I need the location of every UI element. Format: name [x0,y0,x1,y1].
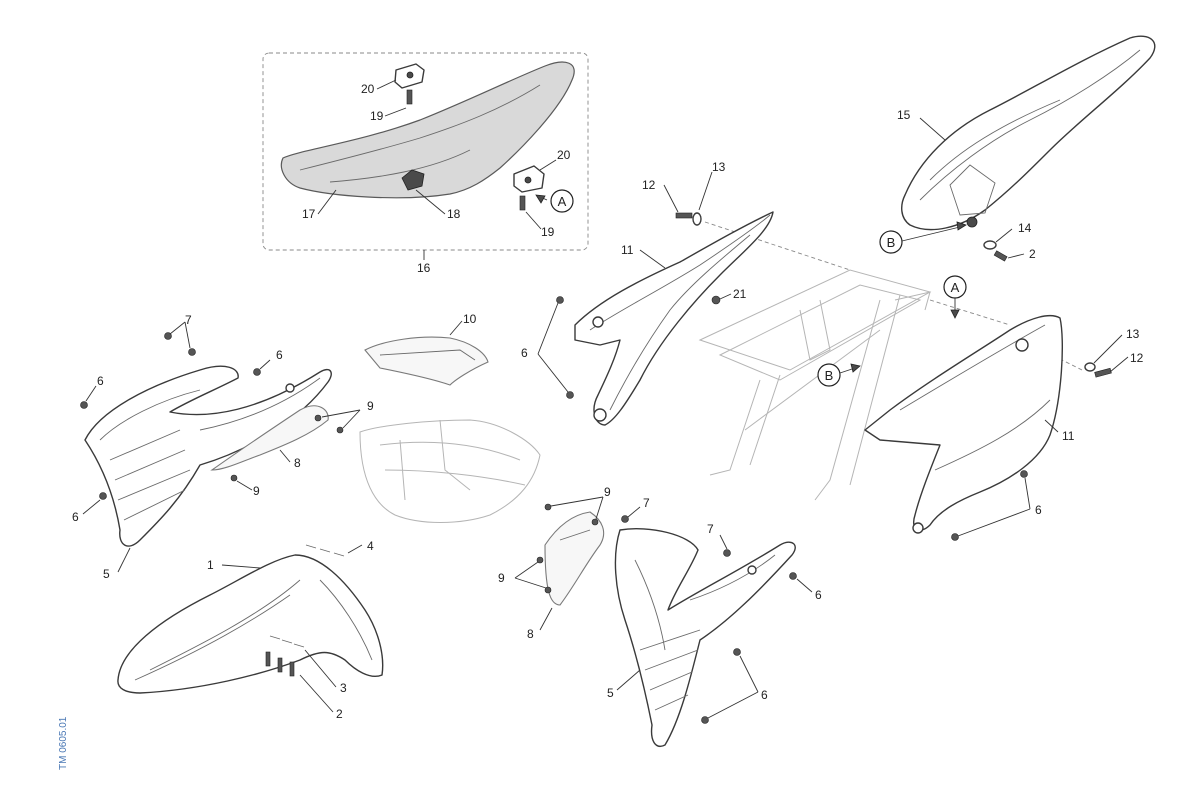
seat-screw-top [406,89,413,105]
callout-13-right: 13 [1126,327,1140,341]
view-marker-a-seat-label: A [558,194,567,209]
callout-9-right-a: 9 [604,485,611,499]
callout-20-right: 20 [557,148,571,162]
bolt-2-rear [993,250,1008,262]
callout-9-left-a: 9 [367,399,374,413]
callout-6-left-a: 6 [276,348,283,362]
callout-4: 4 [367,539,374,553]
callout-7-right-a: 7 [643,496,650,510]
callout-17: 17 [302,207,316,221]
washer-13-right [1084,362,1096,372]
seat-shape [280,61,575,199]
callout-6-left-b: 6 [97,374,104,388]
seat-seam-2 [329,149,471,183]
callout-2-front: 2 [336,707,343,721]
callout-18: 18 [447,207,461,221]
callout-21: 21 [733,287,747,301]
rear-fender: B [879,35,1156,262]
shroud-left-body [84,365,332,547]
callout-6-right-panel: 6 [1035,503,1042,517]
view-marker-b-fender [879,230,903,254]
callout-16: 16 [417,261,431,275]
callout-6-right-a: 6 [815,588,822,602]
callout-6-right-b: 6 [761,688,768,702]
callout-7-right-b: 7 [707,522,714,536]
callout-10: 10 [463,312,477,326]
bolt-12-left [675,212,693,219]
callout-11-right: 11 [1062,429,1075,443]
shroud-right-body [614,528,796,747]
view-marker-a-seat [550,189,574,213]
callout-8-left: 8 [294,456,301,470]
seat-bracket-top-hole [406,71,414,79]
callout-1: 1 [207,558,214,572]
callout-labels: 20 19 20 19 17 18 16 15 14 2 12 13 11 21… [72,82,1144,721]
callout-12-left: 12 [642,178,656,192]
airbox [359,419,541,523]
callout-14: 14 [1018,221,1032,235]
front-fender [117,544,384,713]
rear-fender-rib [929,99,1061,181]
seat-bracket-right-hole [524,176,532,184]
callout-6-left-panel: 6 [521,346,528,360]
subframe: A B [698,221,1083,501]
washer-14 [983,240,997,250]
callout-19-top: 19 [370,109,384,123]
callout-11-left: 11 [621,243,634,257]
view-marker-b-fender-label: B [887,235,896,250]
callout-5-right: 5 [607,686,614,700]
callout-2-rear: 2 [1029,247,1036,261]
rear-fender-body [901,35,1156,231]
side-panel-right [864,314,1129,541]
shroud-right [614,506,813,747]
rear-fender-bolt-hole [966,216,978,228]
shroud-left [80,321,332,573]
view-marker-b-frame [817,363,841,387]
shroud-inner-right [514,496,605,631]
seat-seam [299,84,541,171]
seat-group-dashed-box [262,52,589,251]
front-cover-10 [364,320,489,386]
washer-13-left [692,212,702,226]
view-marker-a-frame-label: A [951,280,960,295]
seat-screw-right [519,195,526,211]
side-panel-right-body [864,314,1063,531]
callout-8-right: 8 [527,627,534,641]
callout-6-left-c: 6 [72,510,79,524]
callout-3: 3 [340,681,347,695]
shroud-inner-left [210,405,361,491]
view-marker-b-frame-label: B [825,368,834,383]
rear-fender-inner [919,49,1141,201]
callout-15: 15 [897,108,911,122]
side-panel-left [537,171,774,426]
callout-9-right-b: 9 [498,571,505,585]
drawing-code: TM 0605.01 [58,716,69,770]
callout-5-left: 5 [103,567,110,581]
callout-12-right: 12 [1130,351,1144,365]
seat-group: A [262,52,589,260]
callout-19-right: 19 [541,225,555,239]
side-panel-left-body [574,211,774,426]
callout-9-left-b: 9 [253,484,260,498]
front-fender-body [117,554,384,694]
callout-13-left: 13 [712,160,726,174]
seat-logo-patch [401,169,425,191]
fastener-21 [711,295,721,305]
rear-fender-mount [949,164,996,216]
callout-7-left: 7 [185,313,192,327]
callout-20-top: 20 [361,82,375,96]
bolt-12-right [1094,367,1112,378]
